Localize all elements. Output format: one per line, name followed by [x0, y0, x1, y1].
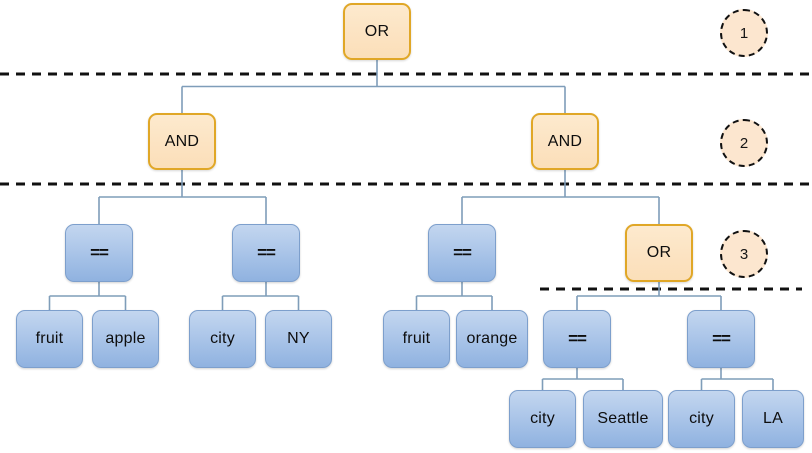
tree-node-eq-5[interactable]: ==	[687, 310, 755, 368]
level-marker-3: 3	[720, 230, 768, 278]
tree-node-label: city	[530, 410, 555, 427]
tree-node-leaf-orange[interactable]: orange	[456, 310, 528, 368]
level-marker-label: 3	[739, 245, 749, 263]
tree-node-leaf-fruit-1[interactable]: fruit	[16, 310, 83, 368]
tree-node-label: fruit	[35, 330, 64, 347]
tree-node-leaf-la[interactable]: LA	[742, 390, 804, 448]
tree-node-leaf-ny[interactable]: NY	[265, 310, 332, 368]
tree-node-label: AND	[164, 132, 200, 150]
tree-node-label: ==	[453, 243, 472, 262]
tree-node-label: ==	[712, 329, 731, 348]
level-marker-2: 2	[720, 119, 768, 167]
tree-node-eq-2[interactable]: ==	[232, 224, 300, 282]
tree-node-label: orange	[466, 330, 518, 347]
tree-node-label: fruit	[402, 330, 431, 347]
tree-node-and-right[interactable]: AND	[531, 113, 599, 170]
tree-node-leaf-fruit-2[interactable]: fruit	[383, 310, 450, 368]
tree-node-leaf-seattle[interactable]: Seattle	[583, 390, 663, 448]
tree-node-label: ==	[257, 243, 276, 262]
tree-node-leaf-apple[interactable]: apple	[92, 310, 159, 368]
tree-node-and-left[interactable]: AND	[148, 113, 216, 170]
tree-node-leaf-city-3[interactable]: city	[668, 390, 735, 448]
tree-node-label: city	[689, 410, 714, 427]
tree-node-label: Seattle	[597, 410, 649, 427]
tree-node-label: ==	[90, 243, 109, 262]
tree-node-root[interactable]: OR	[343, 3, 411, 60]
tree-node-label: LA	[763, 410, 783, 427]
level-marker-label: 2	[739, 134, 749, 152]
tree-node-label: city	[210, 330, 235, 347]
tree-node-label: ==	[568, 329, 587, 348]
tree-node-label: NY	[287, 330, 310, 347]
tree-node-eq-4[interactable]: ==	[543, 310, 611, 368]
tree-node-eq-1[interactable]: ==	[65, 224, 133, 282]
tree-node-label: AND	[547, 132, 583, 150]
tree-node-leaf-city-2[interactable]: city	[509, 390, 576, 448]
level-marker-1: 1	[720, 9, 768, 57]
tree-node-label: apple	[105, 330, 146, 347]
level-marker-label: 1	[739, 24, 749, 42]
tree-node-eq-3[interactable]: ==	[428, 224, 496, 282]
tree-node-label: OR	[364, 22, 390, 40]
tree-node-or-nested[interactable]: OR	[625, 224, 693, 282]
tree-node-label: OR	[646, 244, 672, 261]
tree-node-leaf-city-1[interactable]: city	[189, 310, 256, 368]
